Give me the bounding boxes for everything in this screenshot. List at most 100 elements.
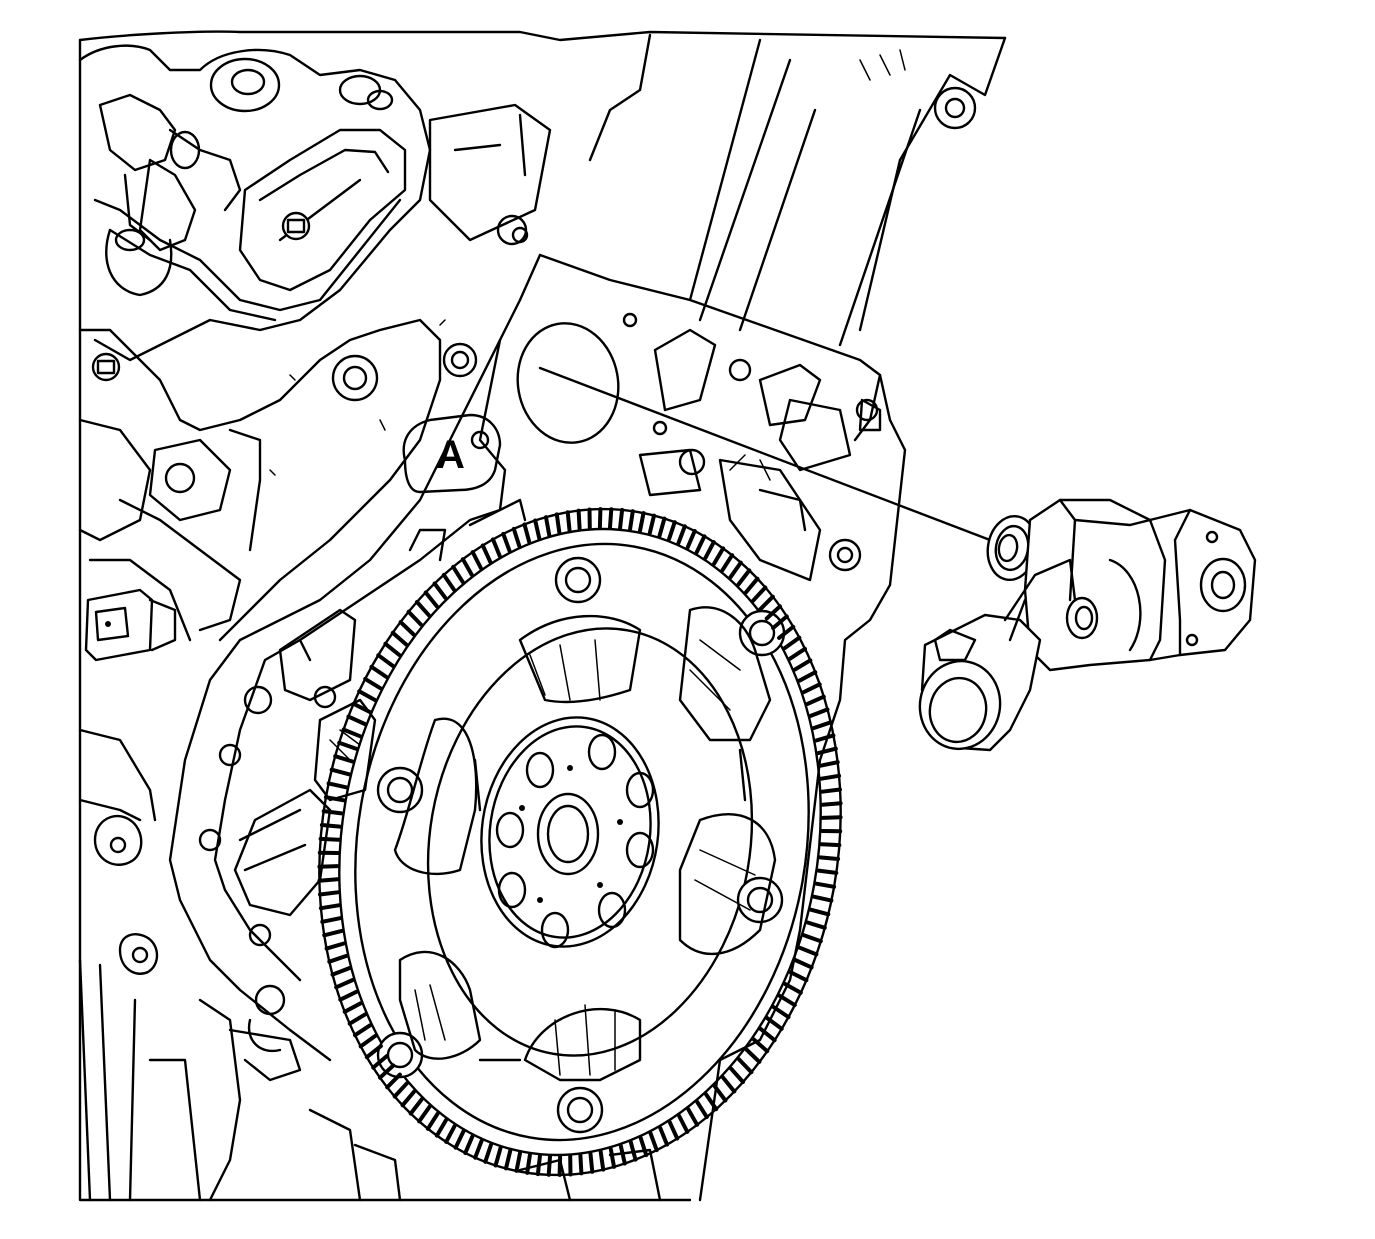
ring-gear-tooth — [392, 1081, 409, 1099]
ring-gear-tooth — [318, 890, 340, 897]
ring-gear-tooth — [576, 508, 582, 531]
ring-gear-tooth — [463, 1134, 475, 1155]
ring-gear-tooth — [751, 1037, 770, 1054]
ring-gear-tooth — [557, 1154, 563, 1177]
ring-gear-tooth — [451, 564, 465, 585]
ring-gear-tooth — [470, 550, 483, 571]
ring-gear-tooth — [546, 1154, 552, 1177]
ring-gear-tooth — [327, 953, 349, 964]
ring-gear-tooth — [334, 978, 355, 990]
ring-gear-tooth — [685, 529, 697, 550]
ring-gear-tooth — [364, 1044, 383, 1060]
ring-gear-tooth — [441, 572, 456, 592]
ring-gear-tooth — [712, 546, 726, 566]
ring-gear-tooth — [814, 881, 837, 889]
ring-gear-tooth — [805, 920, 827, 930]
ring-gear-tooth — [720, 553, 735, 573]
ring-gear-tooth — [793, 958, 814, 970]
ring-gear-tooth — [398, 620, 416, 637]
ring-gear-tooth — [801, 933, 823, 944]
callout-label-a: A — [436, 433, 465, 477]
ring-gear-tooth — [818, 760, 840, 768]
flywheel-flexplate — [318, 507, 842, 1177]
ring-gear-tooth — [808, 707, 830, 718]
ring-gear-tooth — [321, 809, 344, 816]
ring-gear-tooth — [578, 1153, 584, 1176]
ring-gear-tooth — [341, 727, 363, 739]
ring-gear-tooth — [721, 1075, 737, 1094]
ring-gear-tooth — [473, 1138, 484, 1160]
ring-gear-tooth — [588, 1151, 595, 1174]
ring-gear-tooth — [363, 676, 383, 691]
ring-gear-tooth — [501, 531, 512, 553]
ring-gear-tooth — [638, 511, 646, 533]
ring-gear-tooth — [805, 694, 826, 706]
ring-gear-tooth — [765, 1016, 784, 1031]
ring-gear-tooth — [522, 522, 532, 544]
ring-gear-tooth — [504, 1149, 513, 1171]
ring-gear-tooth — [797, 670, 818, 683]
ring-gear-tooth — [357, 689, 377, 702]
ring-gear-tooth — [425, 1111, 440, 1131]
ring-gear-tooth — [318, 836, 341, 842]
ring-gear-tooth — [383, 641, 402, 658]
ring-gear-tooth — [322, 928, 344, 938]
ring-gear-tooth — [788, 970, 809, 983]
ring-gear-tooth — [820, 801, 843, 807]
ring-gear-tooth — [618, 507, 625, 530]
ring-gear-tooth — [493, 1146, 503, 1168]
ring-gear-tooth — [801, 682, 822, 695]
ring-gear-tooth — [783, 982, 803, 995]
ring-gear-tooth — [743, 576, 760, 595]
ring-gear-tooth — [771, 614, 789, 630]
ring-gear-tooth — [329, 767, 352, 777]
ring-gear-tooth — [728, 560, 743, 580]
ring-gear-tooth — [792, 658, 813, 672]
ring-gear-tooth — [347, 1012, 368, 1026]
ring-gear-tooth — [618, 1143, 627, 1166]
ring-gear-tooth — [319, 823, 342, 829]
ring-gear-tooth — [444, 1124, 457, 1144]
ring-gear-tooth — [491, 537, 502, 559]
ring-gear-tooth — [324, 941, 346, 951]
ring-gear-tooth — [318, 903, 341, 911]
ring-gear-tooth — [320, 916, 342, 924]
ring-gear-tooth — [358, 1033, 378, 1049]
ring-gear-tooth — [811, 720, 833, 731]
ring-gear-tooth — [648, 1131, 659, 1153]
ring-gear-tooth — [686, 1107, 700, 1127]
ring-gear-tooth — [814, 733, 836, 743]
ring-gear-tooth — [816, 868, 839, 875]
ring-gear-tooth — [415, 600, 431, 618]
ring-gear-tooth — [816, 746, 838, 756]
ring-gear-tooth — [434, 1118, 448, 1138]
ring-gear-tooth — [818, 855, 841, 861]
ring-gear-tooth — [326, 781, 349, 790]
ring-gear-tooth — [736, 568, 752, 587]
ring-gear-tooth — [330, 966, 352, 977]
ring-gear-tooth — [432, 581, 448, 600]
cylinder-head-valve-cover — [78, 44, 662, 1202]
ring-gear-tooth — [797, 945, 819, 957]
ring-gear-tooth — [554, 512, 562, 535]
ring-gear-tooth — [346, 714, 367, 726]
ring-gear-tooth — [533, 518, 542, 541]
ring-gear-tooth — [453, 1129, 466, 1150]
ring-gear-tooth — [764, 604, 782, 621]
ring-gear-tooth — [565, 510, 572, 533]
ring-gear-tooth — [333, 754, 355, 764]
ring-gear-tooth — [694, 534, 707, 555]
ring-gear-tooth — [676, 524, 687, 546]
ring-gear-tooth — [808, 907, 831, 917]
ring-gear-tooth — [390, 630, 409, 647]
ring-gear-tooth — [406, 609, 424, 627]
ring-gear-tooth — [744, 1047, 762, 1064]
ring-gear-tooth — [514, 1151, 522, 1173]
ring-gear-tooth — [758, 1026, 777, 1043]
ring-gear-tooth — [819, 773, 842, 781]
ring-gear-tooth — [535, 1154, 542, 1177]
ring-gear-tooth — [317, 864, 340, 869]
ring-gear-tooth — [353, 1023, 372, 1038]
ring-gear-tooth — [751, 585, 768, 603]
